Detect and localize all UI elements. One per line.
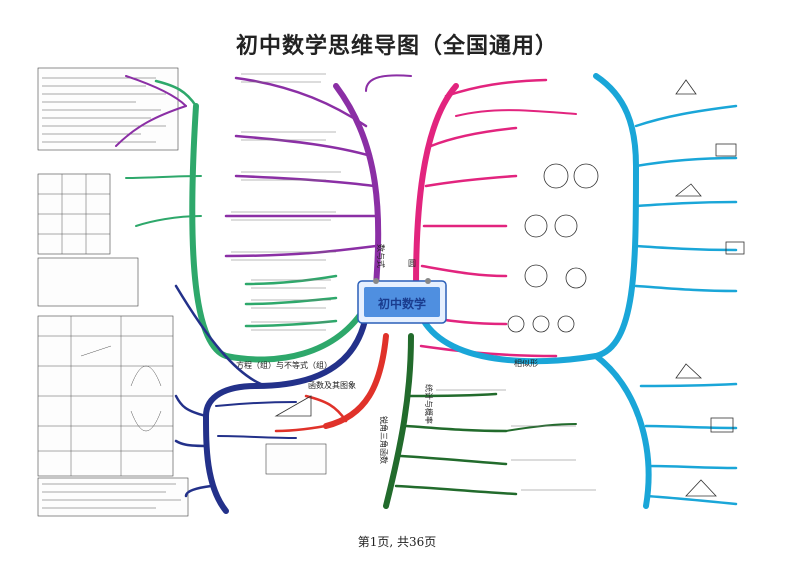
purple-text-lines	[231, 73, 341, 261]
red-diagram	[265, 395, 327, 475]
branch-tongji[interactable]	[383, 333, 577, 509]
magenta-circles	[507, 163, 599, 333]
panel-function-graph	[37, 257, 139, 307]
mind-map: 数与式 方程（组）与不等式（组） 函数及其图象	[37, 67, 745, 517]
branch-label-xiangxian: 相似形	[514, 358, 538, 368]
branch-label-hanshu: 函数及其图象	[308, 380, 356, 390]
page-footer: 第1页, 共36页	[357, 535, 437, 549]
branch-label-jie-zhi-jiao: 锐角三角函数	[379, 416, 389, 464]
branch-xiangxian[interactable]	[418, 73, 738, 509]
left-text-lines	[42, 77, 181, 509]
page-title: 初中数学思维导图（全国通用）	[235, 34, 558, 59]
left-detail-panels	[37, 67, 189, 517]
green-text-lines	[251, 279, 331, 331]
branch-label-yuan: 圆	[408, 259, 416, 268]
branch-label-shu-yu-shi: 数与式	[376, 244, 386, 268]
branch-hanshu[interactable]	[174, 284, 369, 514]
branch-label-tongji: 统计与概率	[424, 384, 434, 424]
hub-label: 初中数学	[378, 296, 426, 311]
cyan-shapes	[674, 79, 745, 497]
branch-label-fangcheng: 方程（组）与不等式（组）	[236, 360, 332, 370]
hub-node[interactable]: 初中数学	[357, 278, 447, 324]
panel-number-concepts	[37, 67, 179, 151]
darkgreen-text-lines	[436, 389, 596, 491]
